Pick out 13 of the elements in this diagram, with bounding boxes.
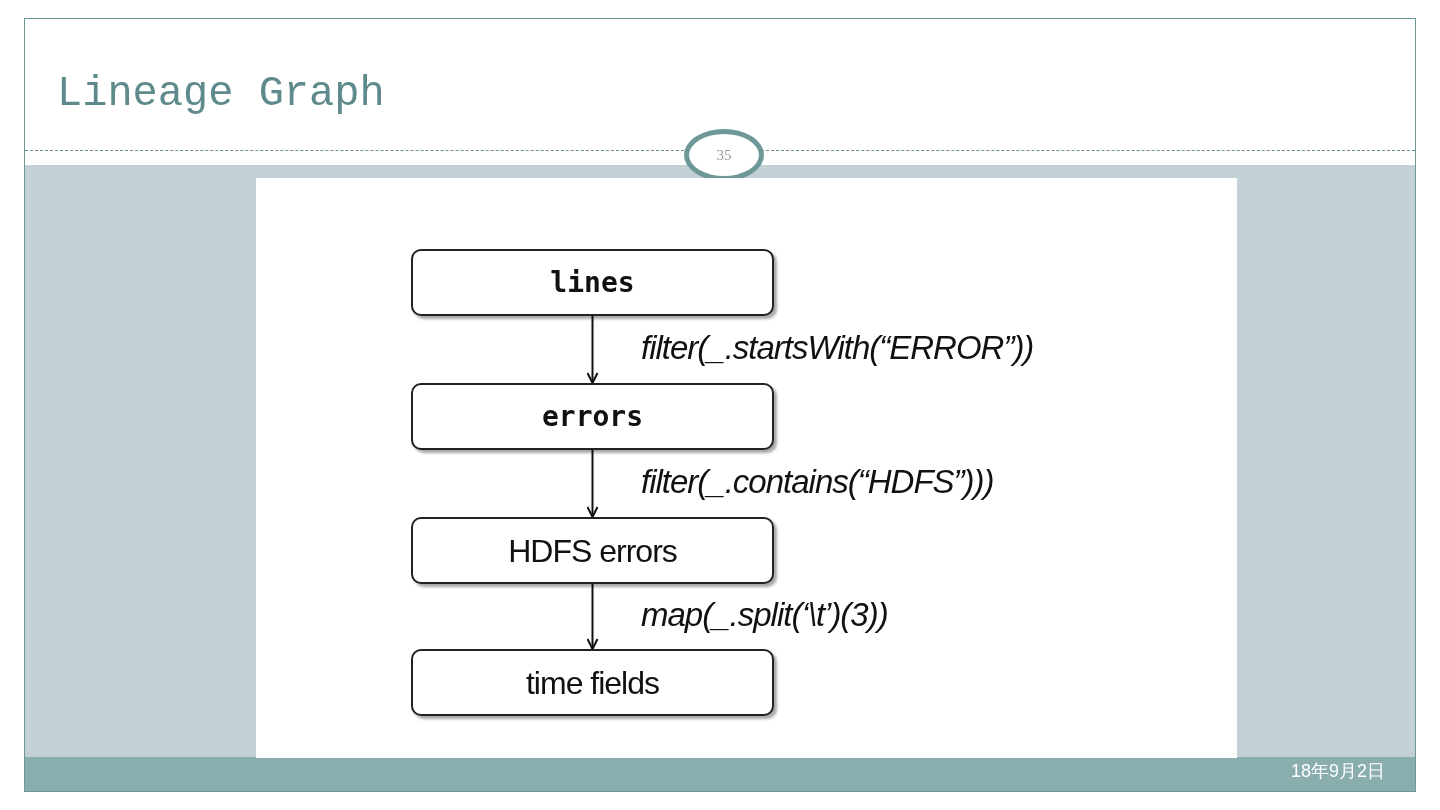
process-box bbox=[411, 517, 774, 584]
arrow bbox=[586, 583, 599, 650]
slide-title: Lineage Graph bbox=[57, 69, 385, 120]
node-label: lines bbox=[550, 264, 635, 301]
arrow bbox=[586, 449, 599, 518]
node-label: time fields bbox=[525, 663, 659, 703]
node-label: errors bbox=[541, 398, 644, 435]
process-box bbox=[411, 249, 774, 316]
arrow bbox=[586, 315, 599, 384]
process-box bbox=[411, 383, 774, 450]
process-box bbox=[411, 649, 774, 716]
date-text: 18年9月2日 bbox=[1290, 760, 1385, 783]
node-label: HDFS errors bbox=[508, 531, 677, 571]
